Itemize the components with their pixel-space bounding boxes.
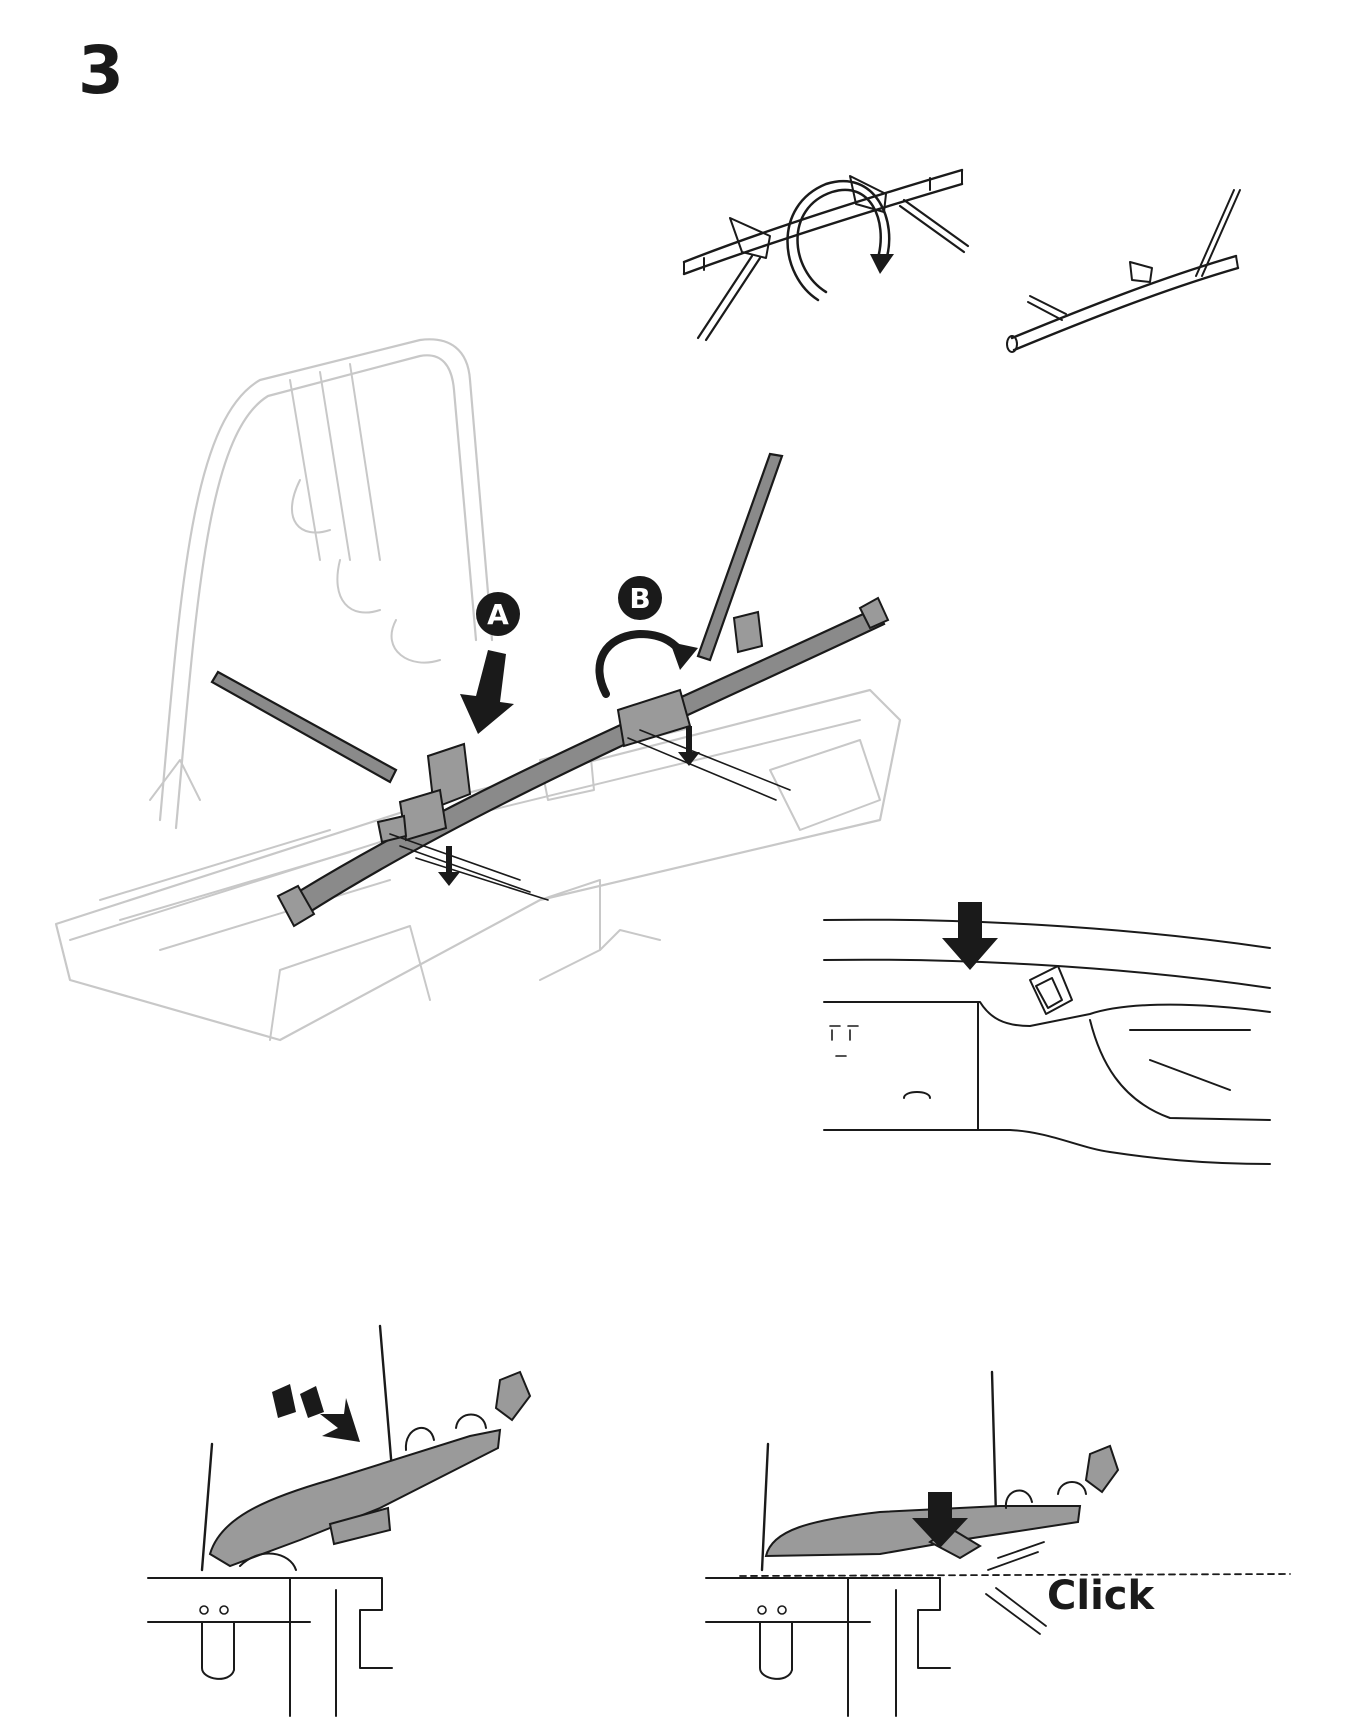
down-arrow-icon (678, 726, 700, 766)
callout-b: B (595, 576, 698, 698)
motion-arrow-icon (272, 1384, 360, 1442)
step-number: 3 (78, 32, 124, 109)
click-label: Click (1047, 1573, 1155, 1619)
callout-a-label: A (487, 598, 509, 631)
callout-b-label: B (629, 582, 650, 615)
down-arrow-icon (912, 1492, 968, 1548)
click-motion-lines (985, 1541, 1047, 1635)
rail-after-rotation (1006, 189, 1241, 353)
down-arrow-icon (460, 650, 514, 734)
front-rail-assembly (210, 452, 890, 928)
callout-a: A (460, 592, 520, 734)
down-arrow-icon (942, 902, 998, 970)
rail-before-rotation (682, 168, 970, 342)
down-arrow-icon (438, 846, 460, 886)
rotate-arrow-icon (786, 180, 894, 302)
